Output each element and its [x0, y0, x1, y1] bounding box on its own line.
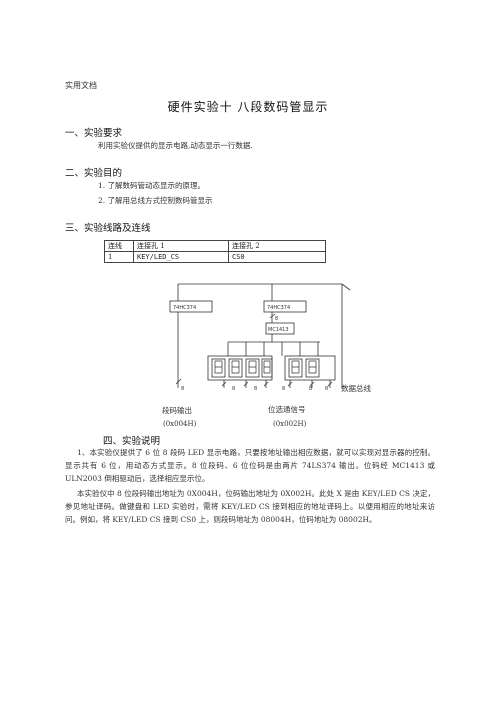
seven-segment-digits [211, 358, 320, 378]
bus-width-label: 8 [232, 386, 235, 392]
connection-table: 连线 连接孔 1 连接孔 2 1 KEY/LED_CS CS0 [104, 240, 326, 263]
driver-chip [265, 322, 295, 335]
objective-item-1: 1. 了解数码管动态显示的原理。 [98, 181, 206, 190]
objective-item-2: 2. 了解用总线方式控制数码管显示 [98, 196, 213, 205]
section-1-text: 利用实验仪提供的显示电路,动态显示一行数据. [98, 141, 253, 150]
chip-label-left: 74HC374 [173, 305, 196, 311]
latch-chip-right [263, 300, 307, 313]
segment-address-label: (0x004H) [163, 420, 197, 428]
digit-segments [214, 360, 223, 374]
table-cell: CS0 [228, 251, 326, 263]
bus-width-label: 8 [254, 386, 257, 392]
page-title: 硬件实验十 八段数码管显示 [167, 100, 329, 114]
bus-width-label: 8 [309, 386, 312, 392]
document-label: 实用文档 [65, 81, 97, 90]
segment-output-label: 段码输出 [162, 406, 192, 415]
section-2-heading: 二、实验目的 [65, 168, 123, 179]
section-1-heading: 一、实验要求 [65, 128, 123, 139]
bus-width-label: 8 [275, 316, 278, 322]
table-header-row: 连线 连接孔 1 连接孔 2 [104, 240, 326, 252]
table-row: 1 KEY/LED_CS CS0 [104, 251, 326, 263]
driver-label: MC1413 [268, 327, 289, 333]
digit-select-label: 位选通信号 [268, 405, 306, 414]
display-group-right [284, 355, 336, 381]
latch-chip-left [169, 300, 213, 313]
bus-width-label: 8 [181, 386, 184, 392]
explanation-paragraph-1: 1、本实验仪提供了 6 位 8 段码 LED 显示电路，只要按地址输出相应数据，… [65, 448, 435, 483]
data-bus-label: 数据总线 [341, 384, 371, 393]
bus-width-label: 8 [325, 386, 328, 392]
chip-label-right: 74HC374 [267, 305, 290, 311]
bus-width-label: 8 [282, 386, 285, 392]
explanation-paragraph-2: 本实验仪中 8 位段码输出地址为 0X004H，位码输出地址为 0X002H。此… [65, 489, 435, 524]
digit-address-label: (0x002H) [273, 420, 307, 428]
section-3-heading: 三、实验线路及连线 [65, 223, 151, 234]
section-4-heading: 四、实验说明 [103, 436, 161, 447]
